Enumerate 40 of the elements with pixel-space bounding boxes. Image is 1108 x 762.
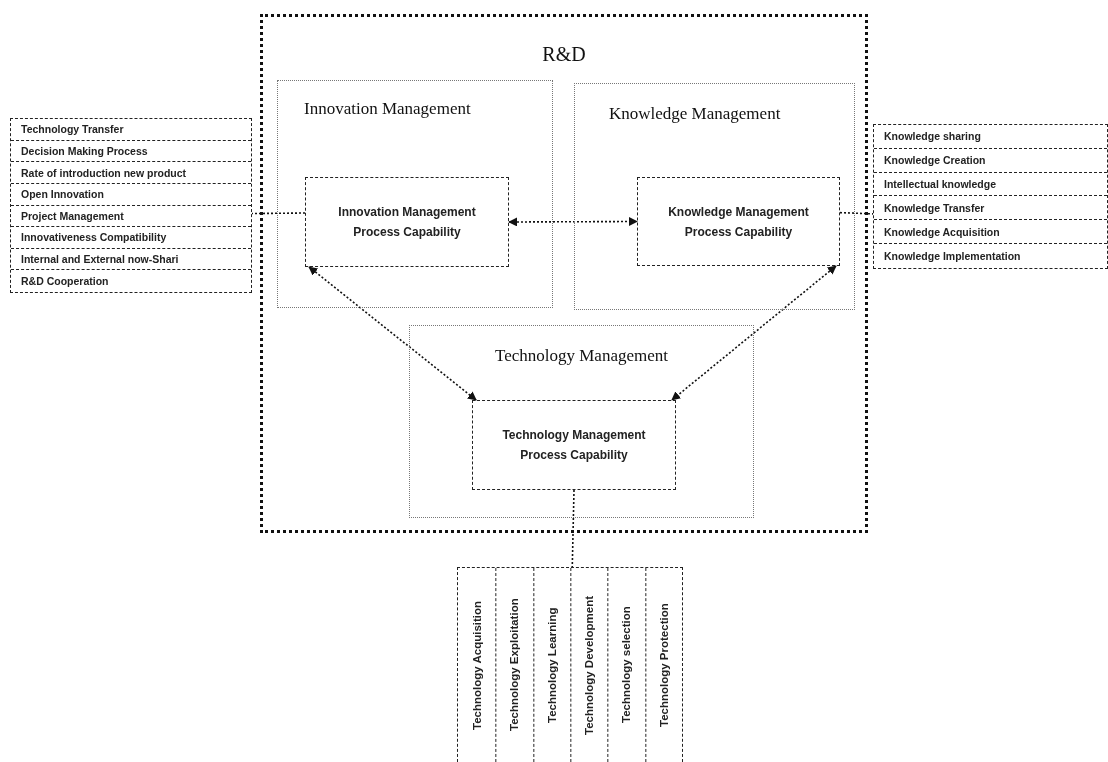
box-title: Innovation Management [304,99,471,119]
list-item: Project Management [11,205,251,228]
group-box [277,80,553,308]
list-item: Knowledge Acquisition [874,220,1107,245]
list-item: Technology selection [607,568,645,762]
list-item: Knowledge Implementation [874,244,1107,268]
list-item: Technology Development [570,568,608,762]
list-item: Technology Learning [532,568,570,762]
list-item: Intellectual knowledge [874,172,1107,197]
list-item: R&D Cooperation [11,270,251,292]
list-panel [10,118,252,293]
list-item: Technology Protection [644,568,682,762]
arrow [508,217,638,227]
process-box: Knowledge Management Process Capability [637,177,840,266]
frame-box [260,14,868,533]
list-item: Internal and External now-Shari [11,248,251,271]
list-panel [873,124,1108,269]
list-item: Knowledge sharing [874,125,1107,149]
list-item: Decision Making Process [11,140,251,163]
process-box: Innovation Management Process Capability [305,177,509,267]
connector-line [571,489,575,568]
arrow [671,265,837,401]
list-item: Innovativeness Compatibility [11,227,251,249]
list-item: Technology Acquisition [458,568,496,762]
list-item: Rate of introduction new product [11,162,251,184]
process-box: Technology Management Process Capability [472,400,676,490]
list-item: Technology Transfer [11,119,251,141]
list-item: Technology Exploitation [495,568,533,762]
list-item: Knowledge Creation [874,148,1107,173]
group-box [409,325,754,518]
box-title: R&D [541,43,587,66]
list-item: Open Innovation [11,183,251,206]
box-title: Knowledge Management [609,104,781,124]
arrow [308,266,477,401]
box-title: Technology Management [494,346,669,366]
connector-line [839,211,874,215]
list-item: Knowledge Transfer [874,196,1107,221]
connector-line [251,212,306,215]
list-panel [457,567,683,762]
group-box [574,83,855,310]
